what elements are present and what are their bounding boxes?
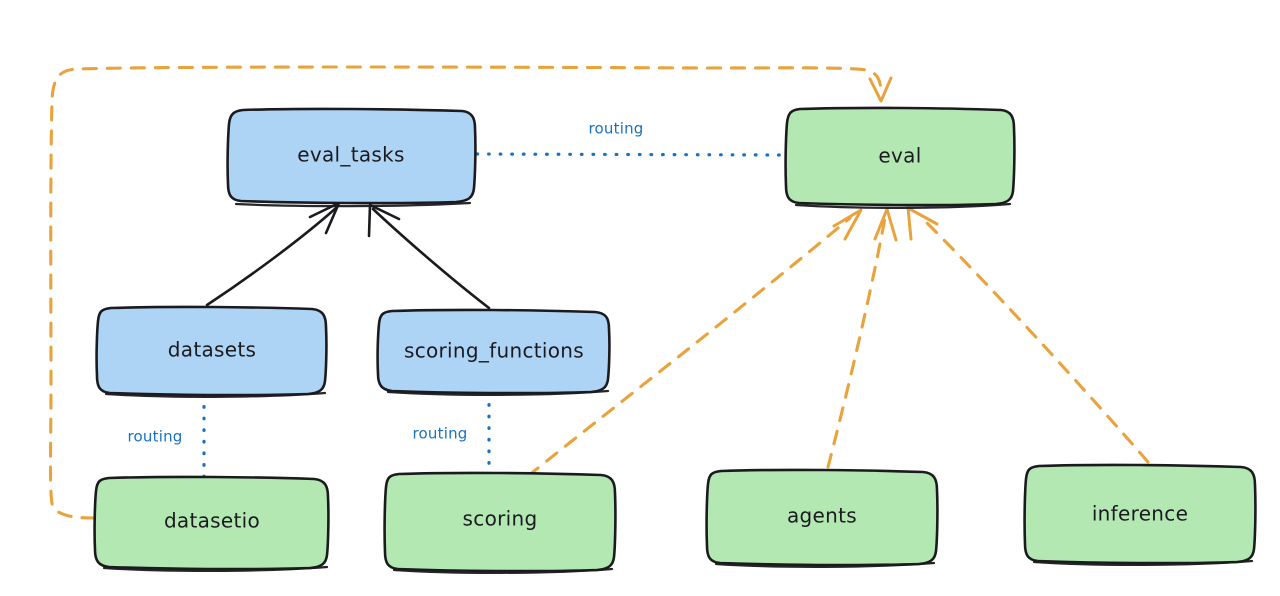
arrowhead-inference-eval bbox=[906, 206, 939, 241]
node-label-inference: inference bbox=[1092, 502, 1188, 526]
dependency-path-scoring-eval bbox=[526, 216, 852, 478]
node-label-scoring_functions: scoring_functions bbox=[404, 339, 584, 363]
node-box-scoring_functions bbox=[376, 308, 611, 395]
solid-path-datasets-evaltasks bbox=[205, 206, 338, 307]
node-shadow-eval_tasks bbox=[234, 201, 472, 208]
node-box-eval_tasks bbox=[226, 107, 477, 205]
node-eval[interactable]: eval bbox=[784, 106, 1016, 209]
dependency-path-inference-eval bbox=[918, 214, 1150, 464]
node-label-eval_tasks: eval_tasks bbox=[297, 143, 404, 167]
edge-inference-to-eval[interactable] bbox=[906, 206, 1150, 464]
dependency-path-datasetio-eval bbox=[48, 65, 883, 520]
edge-group-routing: routing routing routing bbox=[128, 120, 786, 479]
dependency-path-agents-eval bbox=[826, 216, 887, 469]
node-label-datasets: datasets bbox=[168, 338, 256, 362]
node-shadow-eval bbox=[794, 202, 1012, 209]
node-eval_tasks[interactable]: eval_tasks bbox=[226, 107, 477, 208]
edge-label-routing-datasetio: routing bbox=[128, 428, 183, 446]
node-agents[interactable]: agents bbox=[705, 468, 939, 568]
node-label-scoring: scoring bbox=[463, 507, 538, 531]
edge-label-routing-scoring: routing bbox=[413, 425, 468, 443]
edge-agents-to-eval[interactable] bbox=[826, 207, 898, 469]
edge-scoring_functions-to-scoring[interactable]: routing bbox=[413, 391, 491, 476]
edge-datasets-to-eval_tasks[interactable] bbox=[205, 201, 341, 307]
node-box-agents bbox=[705, 468, 939, 567]
edge-group-dependencies bbox=[48, 65, 1150, 520]
edge-label-routing-eval: routing bbox=[589, 120, 644, 138]
edge-scoring_functions-to-eval_tasks[interactable] bbox=[367, 203, 491, 310]
node-box-datasetio bbox=[93, 475, 330, 571]
edge-datasetio-to-eval[interactable] bbox=[48, 65, 893, 520]
node-label-eval: eval bbox=[878, 144, 921, 168]
arrowhead-agents-eval bbox=[873, 207, 898, 242]
edge-group-solid bbox=[205, 201, 491, 310]
solid-path-scoringfunctions-evaltasks bbox=[371, 207, 491, 310]
arrowhead-scoring-eval bbox=[832, 208, 863, 241]
node-label-datasetio: datasetio bbox=[164, 509, 260, 533]
node-scoring[interactable]: scoring bbox=[383, 471, 617, 574]
node-box-datasets bbox=[95, 305, 328, 397]
node-datasetio[interactable]: datasetio bbox=[93, 475, 330, 572]
node-label-agents: agents bbox=[787, 504, 857, 528]
node-box-inference bbox=[1023, 463, 1257, 565]
node-box-eval bbox=[784, 106, 1016, 207]
edge-eval_tasks-to-eval[interactable]: routing bbox=[475, 120, 786, 157]
node-box-scoring bbox=[383, 471, 617, 573]
arrowhead-datasetio-eval bbox=[868, 76, 893, 103]
routing-path-evaltasks-eval bbox=[475, 152, 786, 157]
node-datasets[interactable]: datasets bbox=[95, 305, 328, 398]
node-scoring_functions[interactable]: scoring_functions bbox=[376, 308, 611, 396]
node-inference[interactable]: inference bbox=[1023, 463, 1257, 566]
edge-scoring-to-eval[interactable] bbox=[526, 208, 863, 478]
edge-datasets-to-datasetio[interactable]: routing bbox=[128, 393, 206, 479]
